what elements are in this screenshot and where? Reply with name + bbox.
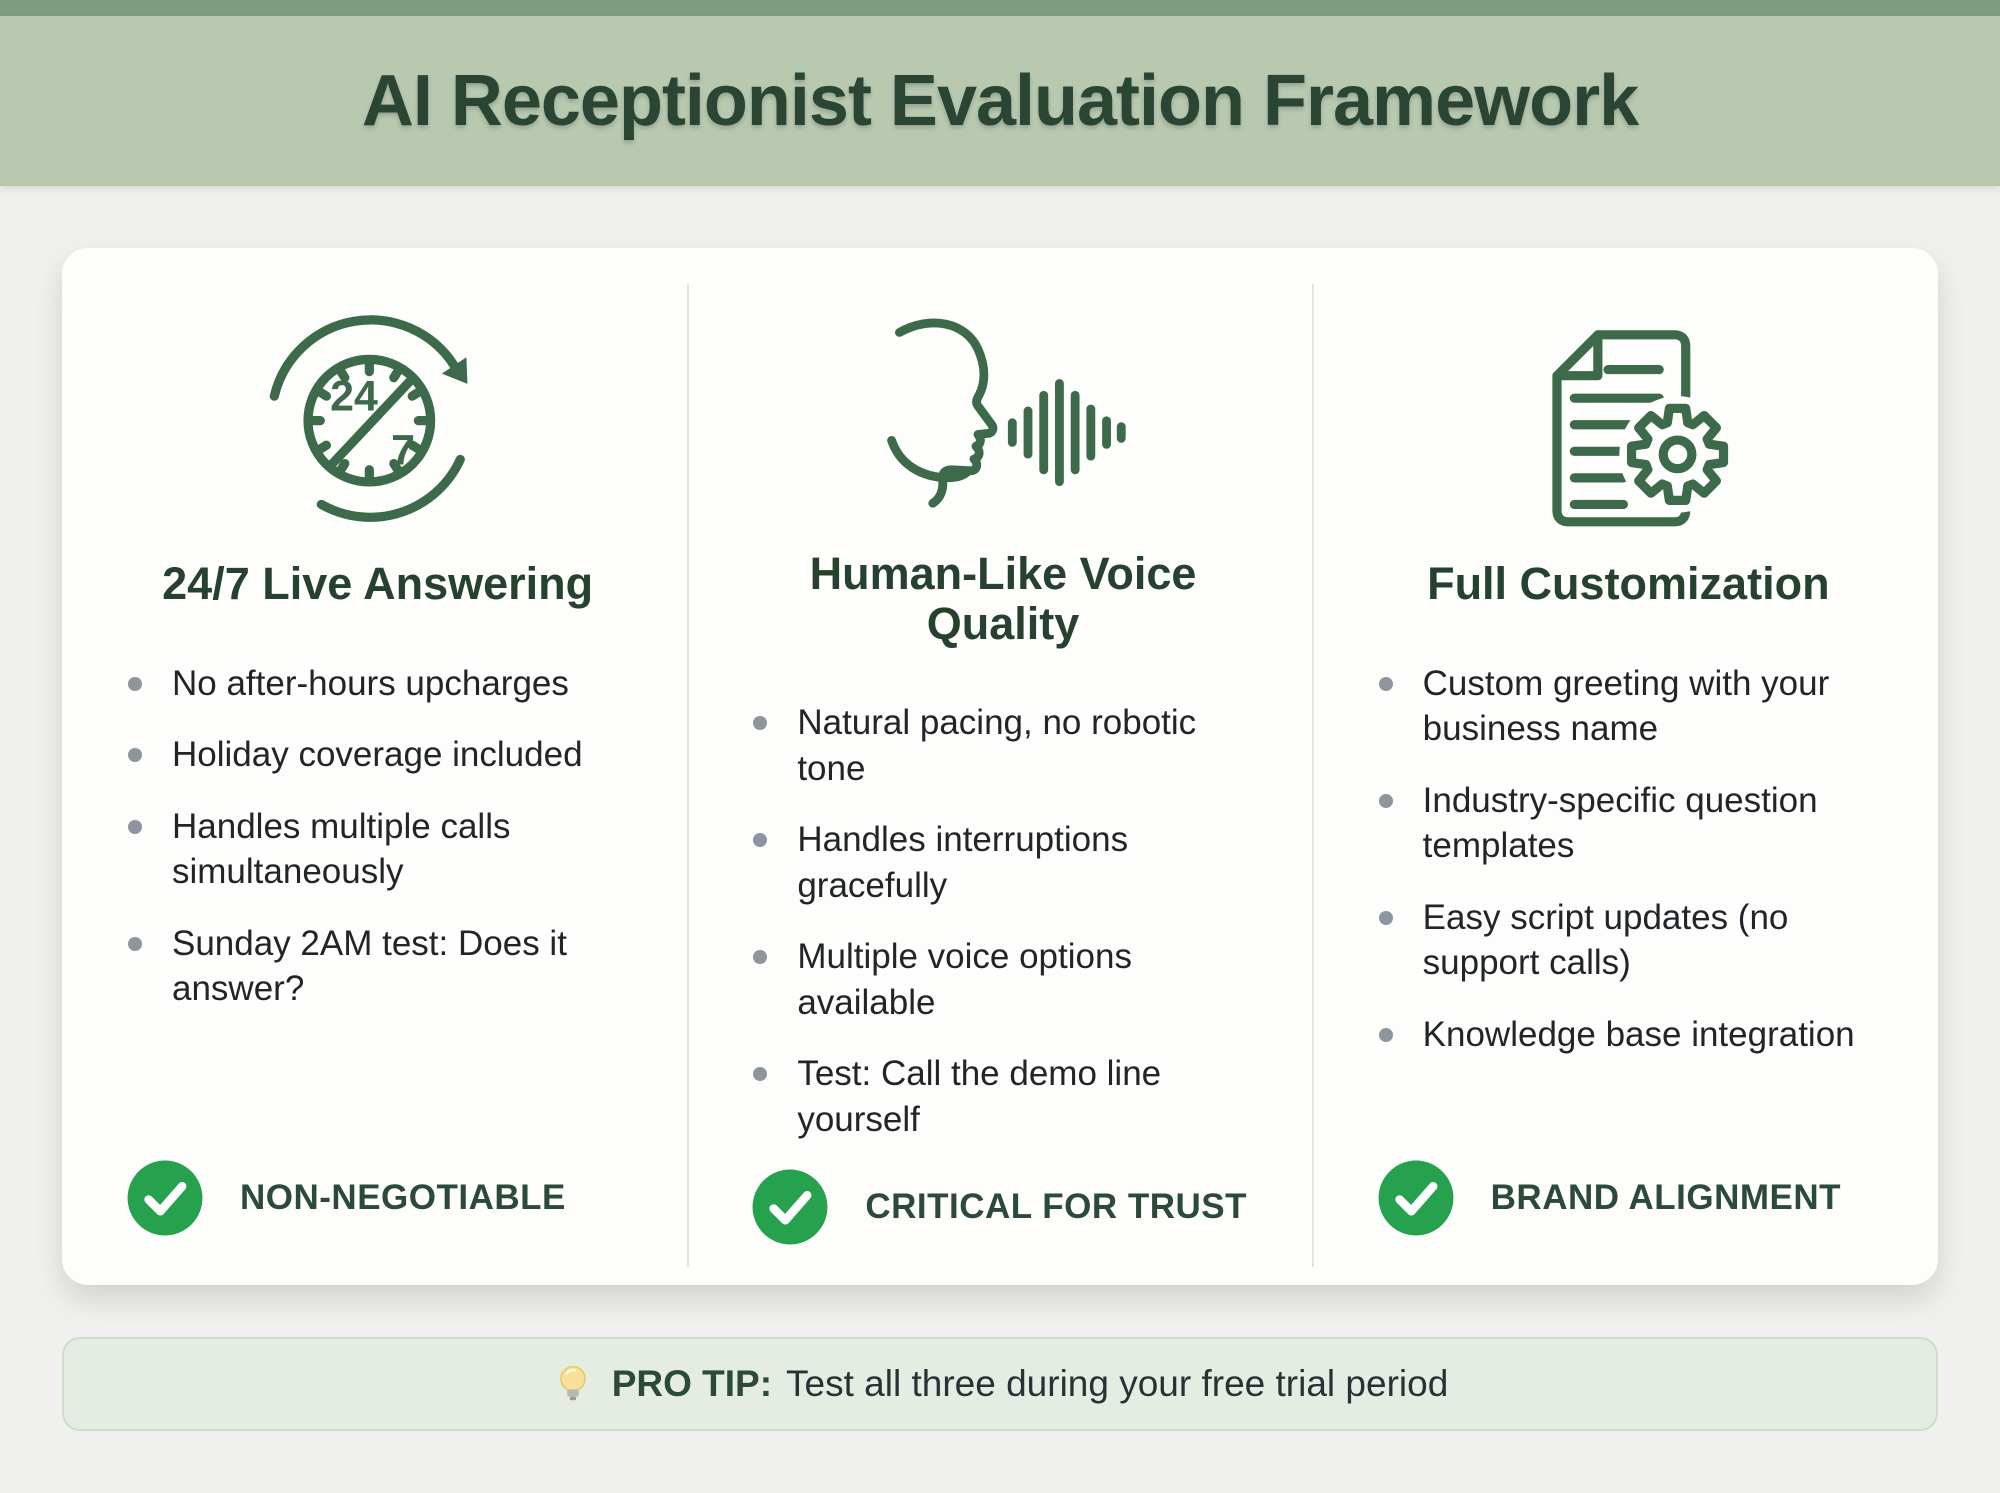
document-gear-icon — [1552, 329, 1736, 526]
column-customization: Full Customization Custom greeting with … — [1313, 248, 1938, 1285]
badge-label: NON-NEGOTIABLE — [240, 1178, 566, 1217]
check-icon — [751, 1168, 829, 1246]
priority-badge: BRAND ALIGNMENT — [1377, 1159, 1880, 1237]
check-icon — [126, 1159, 204, 1237]
24-7-clock-icon: 24 7 — [126, 293, 629, 533]
list-item: Sunday 2AM test: Does it answer? — [126, 921, 629, 1012]
feature-list: No after-hours upcharges Holiday coverag… — [126, 661, 629, 1038]
column-title: Human-Like Voice Quality — [809, 548, 1197, 649]
priority-badge: CRITICAL FOR TRUST — [751, 1168, 1254, 1246]
voice-profile-icon — [887, 318, 1127, 508]
list-item: Handles interruptions gracefully — [751, 817, 1254, 908]
column-divider — [687, 284, 689, 1267]
list-item: Handles multiple calls simultaneously — [126, 804, 629, 895]
svg-text:24: 24 — [330, 372, 378, 420]
list-item: Industry-specific question templates — [1377, 778, 1880, 869]
lightbulb-icon — [552, 1363, 594, 1405]
list-item: Knowledge base integration — [1377, 1012, 1880, 1058]
badge-label: BRAND ALIGNMENT — [1490, 1178, 1841, 1217]
svg-text:7: 7 — [391, 426, 415, 474]
list-item: Easy script updates (no support calls) — [1377, 895, 1880, 986]
list-item: Natural pacing, no robotic tone — [751, 700, 1254, 791]
pro-tip-label: PRO TIP: — [611, 1363, 773, 1404]
priority-badge: NON-NEGOTIABLE — [126, 1159, 629, 1237]
pro-tip-text: Test all three during your free trial pe… — [786, 1363, 1449, 1404]
page-title: AI Receptionist Evaluation Framework — [361, 61, 1639, 141]
24-7-clock-icon: 24 7 — [269, 314, 468, 522]
column-title: 24/7 Live Answering — [162, 558, 594, 609]
badge-label: CRITICAL FOR TRUST — [865, 1187, 1247, 1226]
framework-card: 24 7 24/7 Live Answering No after-hours … — [62, 248, 1938, 1285]
list-item: Multiple voice options available — [751, 934, 1254, 1025]
check-icon — [1377, 1159, 1455, 1237]
top-accent-strip — [0, 0, 2000, 16]
header-band: AI Receptionist Evaluation Framework — [0, 16, 2000, 186]
pro-tip-bar: PRO TIP: Test all three during your free… — [62, 1337, 1938, 1431]
list-item: Custom greeting with your business name — [1377, 661, 1880, 752]
feature-list: Custom greeting with your business name … — [1377, 661, 1880, 1084]
column-title: Full Customization — [1427, 558, 1830, 609]
feature-list: Natural pacing, no robotic tone Handles … — [751, 700, 1254, 1168]
voice-profile-icon — [751, 293, 1254, 523]
list-item: Holiday coverage included — [126, 732, 629, 778]
column-live-answering: 24 7 24/7 Live Answering No after-hours … — [62, 248, 687, 1285]
list-item: No after-hours upcharges — [126, 661, 629, 707]
list-item: Test: Call the demo line yourself — [751, 1051, 1254, 1142]
document-gear-icon — [1377, 293, 1880, 533]
column-voice-quality: Human-Like Voice Quality Natural pacing,… — [687, 248, 1312, 1285]
column-divider — [1312, 284, 1314, 1267]
